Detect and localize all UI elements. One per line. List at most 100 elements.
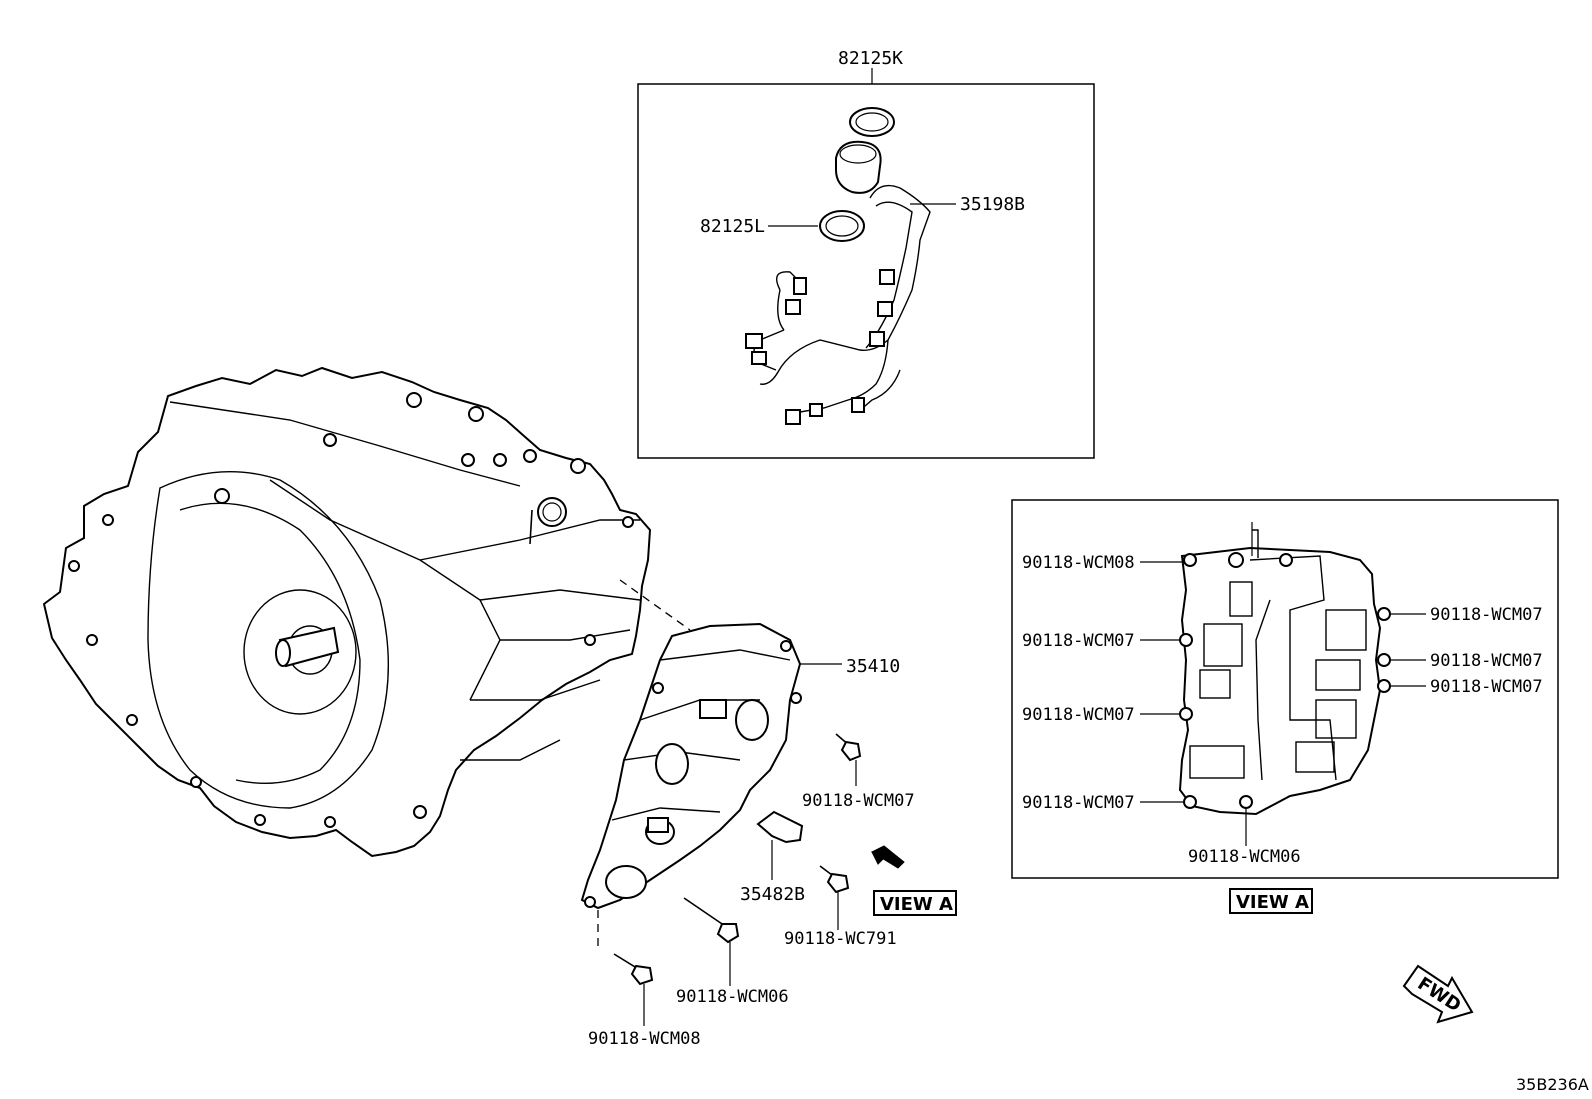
- case-port-inner: [542, 502, 562, 522]
- valve-plate-port-7: [1295, 741, 1335, 773]
- harness-main-wire: [759, 184, 931, 385]
- bell-housing-inner: [179, 502, 361, 784]
- boss: [323, 433, 337, 447]
- assembly-dash-1: [619, 579, 691, 631]
- boss: [468, 406, 484, 422]
- bolt-head: [826, 872, 850, 894]
- transaxle-case: [42, 366, 691, 858]
- boss: [126, 714, 138, 726]
- callout-va-left-top[interactable]: 90118-WCM08: [1022, 553, 1135, 573]
- connector-9: [851, 397, 865, 413]
- callout-va-left-2[interactable]: 90118-WCM07: [1022, 631, 1135, 651]
- harness-lower-right: [857, 369, 901, 413]
- case-dipstick: [529, 509, 533, 545]
- callout-va-right-1[interactable]: 90118-WCM07: [1430, 605, 1543, 625]
- valve-plate-port-8: [1229, 581, 1253, 617]
- boss: [214, 488, 230, 504]
- connector-seal: [835, 140, 882, 194]
- bolt-head: [840, 740, 862, 762]
- bolt-hole-top-3: [1279, 553, 1293, 567]
- case-rib-6: [460, 739, 561, 761]
- boss: [523, 449, 537, 463]
- fwd-arrow-shape: [1402, 964, 1474, 1024]
- bolt-shank: [683, 897, 729, 929]
- valve-body-hole: [780, 640, 792, 652]
- callout-va-bottom[interactable]: 90118-WCM06: [1188, 847, 1301, 867]
- valve-plate-pipe-2: [1252, 529, 1259, 558]
- boss: [570, 458, 586, 474]
- case-top-ridge: [169, 401, 521, 487]
- solenoid-2: [735, 699, 769, 741]
- valve-body-hole: [790, 692, 802, 704]
- bolt-hole-left-4: [1183, 795, 1197, 809]
- view-a-detail-label-box: [1229, 888, 1313, 914]
- connector-6: [877, 301, 893, 317]
- case-rib-4: [500, 629, 631, 641]
- boss: [68, 560, 80, 572]
- callout-va-left-4[interactable]: 90118-WCM07: [1022, 793, 1135, 813]
- bolt-hole-bottom: [1239, 795, 1253, 809]
- callout-wc791[interactable]: 90118-WC791: [784, 929, 897, 949]
- callout-82125k[interactable]: 82125K: [838, 48, 903, 69]
- boss: [102, 514, 114, 526]
- bolt-wcm07-valve: 90118-WCM07: [802, 733, 915, 811]
- connector-4: [751, 351, 767, 365]
- harness-kit-box: 82125K 82125L 35198B: [637, 48, 1095, 459]
- connector-7: [869, 331, 885, 347]
- callout-wcm06[interactable]: 90118-WCM06: [676, 987, 789, 1007]
- diagram-code: 35B236A: [1516, 1075, 1589, 1094]
- bolt-hole-right-1: [1377, 607, 1391, 621]
- valve-body-outline: [580, 622, 802, 910]
- valve-plate-port-2: [1199, 669, 1231, 699]
- valve-plate-port-5: [1315, 699, 1357, 739]
- boss: [413, 805, 427, 819]
- input-shaft-ring: [243, 589, 357, 715]
- view-a-detail-label[interactable]: VIEW A: [1236, 892, 1309, 913]
- lower-o-ring-inner: [825, 215, 859, 237]
- valve-plate-port-1: [1203, 623, 1243, 667]
- case-rib-5: [470, 679, 601, 701]
- case-rib-3: [479, 589, 641, 601]
- bolt-hole-right-3: [1377, 679, 1391, 693]
- sensor-35482b: 35482B: [740, 810, 805, 905]
- connector-5: [879, 269, 895, 285]
- input-shaft-end: [275, 639, 291, 667]
- connector-10: [809, 403, 823, 417]
- fwd-arrow: FWD: [1402, 964, 1474, 1024]
- callout-wcm08[interactable]: 90118-WCM08: [588, 1029, 701, 1049]
- bell-housing: [147, 470, 389, 809]
- valve-plate-channel-1: [1249, 555, 1337, 781]
- case-port: [537, 497, 567, 527]
- view-a-label[interactable]: VIEW A: [880, 894, 953, 915]
- callout-va-left-3[interactable]: 90118-WCM07: [1022, 705, 1135, 725]
- solenoid-3: [605, 865, 647, 899]
- boss: [190, 776, 202, 788]
- case-rib-1: [269, 479, 501, 701]
- callout-35198b[interactable]: 35198B: [960, 194, 1025, 215]
- boss: [461, 453, 475, 467]
- boss: [584, 634, 596, 646]
- boss: [493, 453, 507, 467]
- solenoid-1: [655, 743, 689, 785]
- callout-va-right-3[interactable]: 90118-WCM07: [1430, 677, 1543, 697]
- bolt-hole-left-2: [1179, 633, 1193, 647]
- connector-2: [785, 299, 801, 315]
- callout-wcm07-valve[interactable]: 90118-WCM07: [802, 791, 915, 811]
- sensor-body: [756, 810, 804, 844]
- connector-seal-top: [839, 144, 877, 164]
- upper-o-ring-inner: [855, 112, 889, 132]
- case-outline: [42, 366, 652, 858]
- callout-82125l[interactable]: 82125L: [700, 216, 765, 237]
- wire-harness: [745, 184, 931, 425]
- callout-35482b[interactable]: 35482B: [740, 884, 805, 905]
- bolt-wcm08: 90118-WCM08: [588, 910, 701, 1049]
- callout-35410[interactable]: 35410: [846, 656, 900, 677]
- view-a-pointer: VIEW A: [870, 845, 957, 916]
- valve-plate-port-4: [1315, 659, 1361, 691]
- bolt-hole-left-top: [1183, 553, 1197, 567]
- view-a-arrow: [870, 845, 905, 869]
- callout-va-right-2[interactable]: 90118-WCM07: [1430, 651, 1543, 671]
- valve-body-block-1: [699, 699, 727, 719]
- view-a-label-box: [873, 890, 957, 916]
